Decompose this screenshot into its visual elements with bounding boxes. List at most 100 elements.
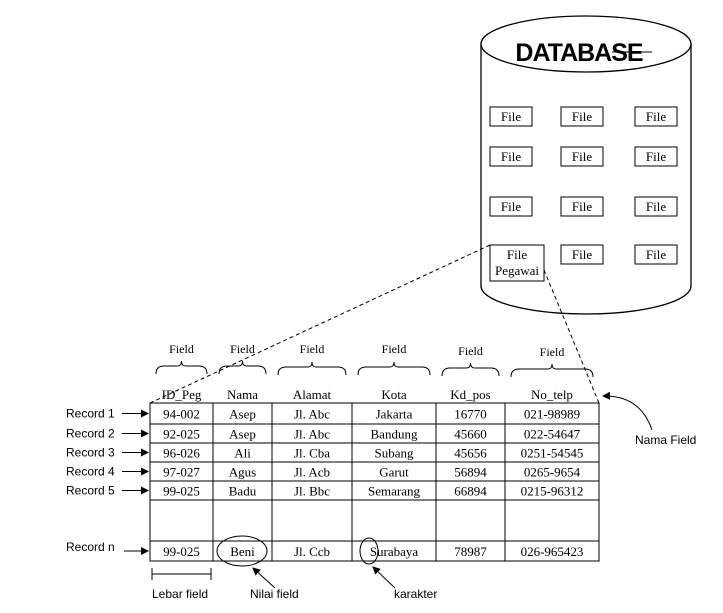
column-header: Nama	[227, 387, 258, 402]
field-label: Field	[382, 342, 407, 356]
file-pegawai-line2: Pegawai	[495, 263, 539, 278]
record-label: Record 2	[66, 427, 115, 441]
table-row: 94-002 Asep Jl. Abc Jakarta 16770 021-98989	[163, 407, 580, 422]
table-cell: 021-98989	[524, 407, 580, 422]
field-label: Field	[458, 344, 483, 358]
file-box: File	[489, 106, 533, 127]
table-cell: 56894	[454, 465, 487, 480]
table-cell: 94-002	[163, 407, 200, 422]
nilai-field-circle	[216, 535, 268, 567]
record-label: Record 5	[66, 484, 115, 498]
file-box-label: File	[646, 199, 666, 214]
table-cell: 99-025	[163, 484, 200, 499]
field-brace	[441, 362, 500, 377]
file-box-label: File	[646, 247, 666, 262]
karakter-circle	[359, 537, 379, 565]
table-cell: Ali	[234, 446, 251, 461]
table-cell: Jl. Abc	[294, 407, 330, 422]
file-box: File	[489, 146, 533, 167]
table-cell: 16770	[454, 407, 487, 422]
file-box-label: File	[501, 149, 521, 164]
column-header: Kd_pos	[450, 387, 490, 402]
table-cell: Asep	[229, 407, 256, 422]
record-label: Record 1	[66, 407, 115, 421]
file-box-label: File	[501, 199, 521, 214]
file-box: File	[634, 106, 678, 127]
table-cell: Jakarta	[376, 407, 413, 422]
table-cell: 0215-96312	[521, 484, 584, 499]
file-box-label: File	[572, 247, 592, 262]
field-label: Field	[300, 342, 325, 356]
table-cell: Subang	[375, 446, 415, 461]
table-cell: Agus	[229, 465, 256, 480]
nilai-field-arrow	[252, 567, 276, 589]
table-cell: Semarang	[368, 484, 420, 499]
file-box: File	[560, 106, 604, 127]
table-cell: 0251-54545	[521, 446, 584, 461]
file-box: File	[634, 146, 678, 167]
table-cell: 78987	[454, 544, 487, 559]
projection-line-right	[543, 269, 600, 404]
lebar-field-label: Lebar field	[152, 587, 208, 601]
table-cell: Jl. Acb	[294, 465, 330, 480]
table-cell: Asep	[229, 427, 256, 442]
file-box-label: File	[572, 149, 592, 164]
column-header: No_telp	[531, 387, 573, 402]
table-row: 99-025 Badu Jl. Bbc Semarang 66894 0215-96312	[163, 484, 583, 499]
file-box: File	[489, 196, 533, 217]
table-cell: 66894	[454, 484, 487, 499]
lebar-field-bracket	[151, 568, 212, 580]
table-row: 92-025 Asep Jl. Abc Bandung 45660 022-54647	[163, 427, 581, 442]
field-brace	[218, 360, 267, 375]
table-cell: 0265-9654	[524, 465, 581, 480]
file-box-label: File	[646, 149, 666, 164]
file-box: File	[560, 244, 604, 265]
table-cell: Garut	[379, 465, 409, 480]
database-title: DATABASE	[515, 39, 643, 67]
file-pegawai-box: File Pegawai	[489, 244, 545, 282]
karakter-arrow	[372, 566, 396, 589]
table-cell: 022-54647	[524, 427, 581, 442]
record-n-label: Record n	[66, 540, 115, 554]
table-cell: 96-026	[163, 446, 200, 461]
field-label: Field	[230, 342, 255, 356]
karakter-label: karakter	[394, 587, 437, 601]
field-brace	[277, 361, 347, 376]
table-cell: Bandung	[371, 427, 418, 442]
nama-field-label: Nama Field	[635, 433, 696, 447]
nama-field-arrow	[602, 391, 653, 431]
table-cell: 92-025	[163, 427, 200, 442]
table-cell: Jl. Cba	[294, 446, 330, 461]
field-label: Field	[169, 342, 194, 356]
table-cell: 45660	[454, 427, 487, 442]
file-box-label: File	[501, 109, 521, 124]
file-box-label: File	[572, 109, 592, 124]
table-cell: Badu	[229, 484, 257, 499]
file-box: File	[560, 196, 604, 217]
field-brace	[510, 363, 594, 378]
file-box: File	[634, 244, 678, 265]
table-cell: 99-025	[163, 544, 200, 559]
table-cell: 97-027	[163, 465, 200, 480]
column-header: Alamat	[293, 387, 332, 402]
file-pegawai-line1: File	[507, 247, 527, 262]
table-row: 97-027 Agus Jl. Acb Garut 56894 0265-9654	[163, 465, 581, 480]
record-label: Record 4	[66, 465, 115, 479]
field-brace	[155, 360, 208, 375]
table-cell: Jl. Bbc	[294, 484, 330, 499]
file-box: File	[634, 196, 678, 217]
nilai-field-label: Nilai field	[250, 587, 299, 601]
table-cell: Jl. Abc	[294, 427, 330, 442]
column-header: ID_Peg	[162, 387, 202, 402]
file-box-label: File	[572, 199, 592, 214]
table-cell: Jl. Ccb	[294, 544, 330, 559]
table-cell: Surabaya	[370, 544, 419, 559]
file-box-label: File	[646, 109, 666, 124]
projection-line-left	[149, 244, 491, 404]
